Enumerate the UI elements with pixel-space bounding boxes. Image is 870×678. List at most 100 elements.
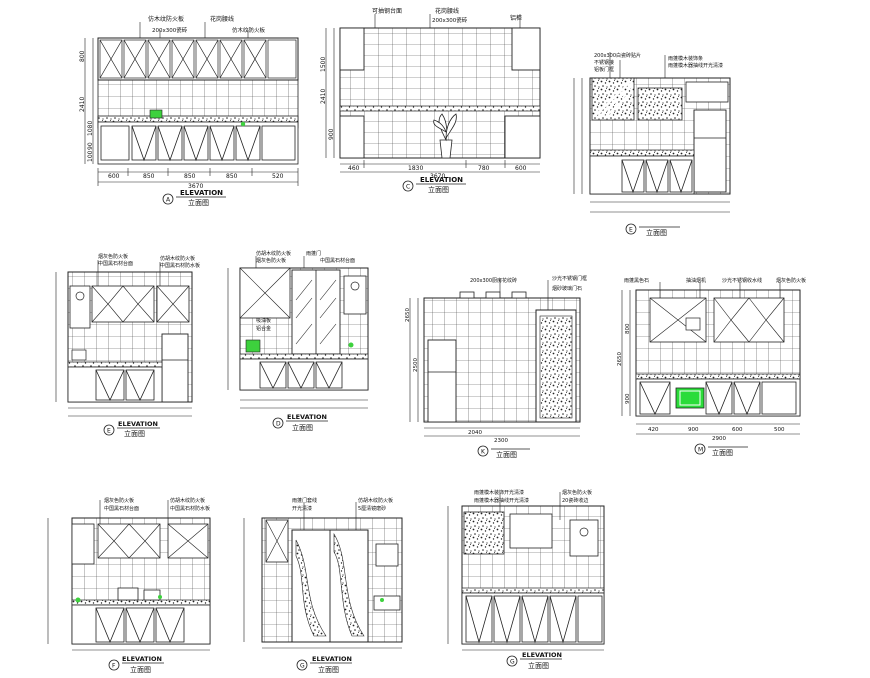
note-j-2: 雨蓬模木器抽线开光清漆 — [474, 497, 529, 504]
dim-b-h3: 780 — [478, 165, 490, 172]
note-f-3: 烟砂玻璃门石 — [552, 285, 582, 292]
note-f-2: 沙光不锈钢门框 — [552, 275, 587, 282]
note-g-2: 抽油烟机 — [686, 277, 706, 284]
marker-a-circle — [162, 193, 174, 205]
fridge-icon — [427, 339, 457, 423]
dim-f-v1: 2650 — [405, 308, 411, 322]
dim-a-h5: 520 — [272, 173, 284, 180]
title-c-cn: 立面图 — [646, 228, 667, 237]
elevation-f: 200x300厨房花纹砖 沙光不锈钢门框 烟砂玻璃门石 2650 2500 20… — [405, 275, 587, 459]
elevation-c: 200x300白瓷砖贴片 不锈钢接 铝板门框 雨蓬模木装饰条 雨蓬模木器抽线开光… — [573, 52, 731, 237]
dim-b-total: 3670 — [430, 173, 445, 180]
title-b-en: ELEVATION — [420, 176, 463, 184]
title-j-en: ELEVATION — [522, 651, 562, 659]
plant-icon — [433, 113, 457, 159]
note-b-2: 花岗腰线 — [435, 7, 459, 15]
dim-b-v2: 2410 — [320, 89, 327, 104]
pot-icon — [71, 349, 87, 361]
elevation-i: 雨蓬门套线 开光清漆 仿胡木纹防火板 5厘清镜磨砂 G ELEVATION 立面… — [243, 497, 403, 674]
elevation-h: 烟灰色防火板 中国黑石材台面 仿胡木纹防火板 中国黑石材防水板 F ELEVAT… — [47, 497, 211, 674]
note-c-2: 不锈钢接 — [594, 59, 614, 66]
dim-a-h4: 850 — [226, 173, 238, 180]
dim-a-v3: 1080 — [87, 121, 94, 136]
note-i-4: 5厘清镜磨砂 — [358, 505, 386, 512]
range-hood-icon — [685, 317, 701, 331]
elevation-e: 仿胡木纹防火板 雨蓬门 烟灰色防火板 吸油板 铝合金 中国黑石材台面 D ELE… — [227, 250, 369, 432]
dim-a-h3: 850 — [184, 173, 196, 180]
note-a-3: 200x300瓷砖 — [152, 26, 188, 34]
title-i-cn: 立面图 — [318, 665, 339, 674]
title-j-cn: 立面图 — [528, 661, 549, 670]
note-c-1: 200x300白瓷砖贴片 — [594, 52, 641, 59]
dim-a-v4: 90 — [87, 142, 94, 150]
dim-g-h1: 420 — [648, 427, 659, 433]
note-c-3: 铝板门框 — [594, 66, 614, 73]
dim-b-v1: 1500 — [320, 57, 327, 72]
note-h-3: 仿胡木纹防火板 — [170, 497, 205, 504]
title-h-en: ELEVATION — [122, 655, 162, 663]
dim-g-h2: 900 — [688, 427, 699, 433]
title-d-en: ELEVATION — [118, 420, 158, 428]
dim-a-h2: 850 — [143, 173, 155, 180]
note-c-5: 雨蓬模木器抽线开光清漆 — [668, 62, 723, 69]
dim-a-v5: 100 — [87, 150, 94, 162]
note-d-4: 中国黑石材防水板 — [160, 262, 200, 269]
note-b-1: 可抽钢台面 — [372, 7, 402, 15]
dim-a-v2: 2410 — [79, 97, 86, 112]
title-a-en: ELEVATION — [180, 189, 223, 197]
upper-cabinets — [97, 37, 299, 81]
dim-f-h2: 2300 — [494, 438, 508, 444]
note-b-4: 铝柜 — [510, 14, 522, 22]
note-d-1: 烟灰色防火板 — [98, 253, 128, 260]
dim-b-h4: 600 — [515, 165, 527, 172]
marker-b: C — [406, 184, 410, 191]
elevation-a: 仿木纹防火板 花岗腰线 200x300瓷砖 仿木纹防火板 800 2410 10… — [79, 15, 299, 207]
marker-i: G — [300, 663, 305, 670]
note-e-6: 中国黑石材台面 — [320, 257, 355, 264]
dim-a-h1: 600 — [108, 173, 120, 180]
fridge-icon — [693, 109, 727, 193]
note-c-4: 雨蓬模木装饰条 — [668, 55, 703, 62]
elevation-j: 雨蓬模木装饰开光清漆 雨蓬模木器抽线开光清漆 烟灰色防火板 20瓷砖收边 G E… — [447, 489, 605, 670]
note-e-4: 吸油板 — [256, 317, 271, 324]
dim-g-total: 2900 — [712, 436, 726, 442]
note-d-3: 仿胡木纹防火板 — [160, 255, 195, 262]
dim-b-h2: 1830 — [408, 165, 423, 172]
tap-icon — [240, 121, 246, 127]
marker-e: D — [276, 421, 281, 428]
dim-g-h4: 500 — [774, 427, 785, 433]
title-a-cn: 立面图 — [188, 198, 209, 207]
title-g-cn: 立面图 — [712, 448, 733, 457]
elevation-g: 雨蓬黑色石 抽油烟机 沙光不锈钢收水线 烟灰色防火板 800 2650 900 … — [617, 277, 806, 457]
dim-b-v3: 900 — [328, 128, 335, 140]
title-d-cn: 立面图 — [124, 429, 145, 438]
dim-f-h1: 2040 — [468, 430, 482, 436]
marker-c: E — [629, 227, 633, 234]
note-g-1: 雨蓬黑色石 — [624, 277, 649, 284]
dim-a-v1: 800 — [79, 50, 86, 62]
note-e-1: 仿胡木纹防火板 — [256, 250, 291, 257]
title-i-en: ELEVATION — [312, 655, 352, 663]
note-a-1: 仿木纹防火板 — [148, 15, 184, 23]
tap-icon — [348, 342, 354, 348]
title-h-cn: 立面图 — [130, 665, 151, 674]
note-d-2: 中国黑石材台面 — [98, 260, 133, 267]
marker-f: K — [481, 449, 486, 456]
note-e-3: 烟灰色防火板 — [256, 257, 286, 264]
note-g-3: 沙光不锈钢收水线 — [722, 277, 762, 284]
marker-a: A — [166, 197, 171, 204]
title-e-en: ELEVATION — [287, 413, 327, 421]
note-b-3: 200x300瓷砖 — [432, 16, 468, 24]
note-j-3: 烟灰色防火板 — [562, 489, 592, 496]
dim-g-v1: 800 — [625, 323, 631, 334]
note-a-2: 花岗腰线 — [210, 15, 234, 23]
dim-g-h3: 600 — [732, 427, 743, 433]
appliance-green-icon — [675, 387, 705, 409]
dim-b-h1: 460 — [348, 165, 360, 172]
note-i-3: 仿胡木纹防火板 — [358, 497, 393, 504]
note-i-2: 开光清漆 — [292, 505, 312, 512]
marker-d: E — [107, 428, 111, 435]
note-j-1: 雨蓬模木装饰开光清漆 — [474, 489, 524, 496]
